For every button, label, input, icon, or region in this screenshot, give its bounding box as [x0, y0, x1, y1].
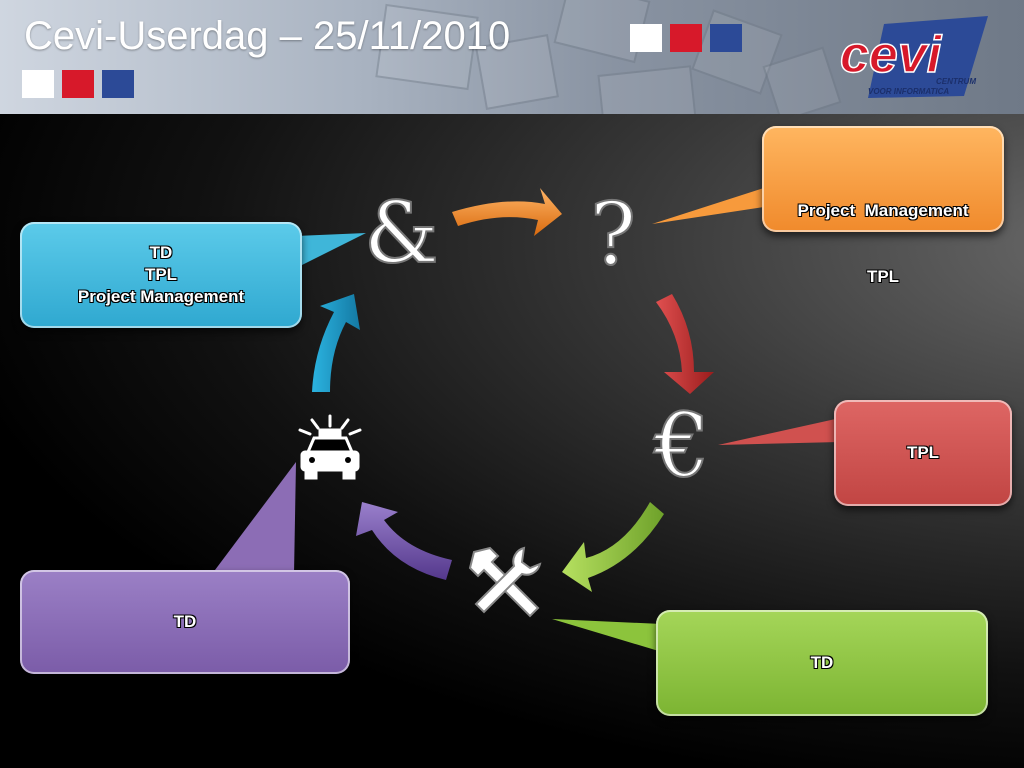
euro-symbol: € — [653, 394, 711, 497]
logo-line1: CENTRUM — [936, 77, 976, 86]
flag-square-blue — [710, 24, 742, 52]
flag-square-red — [670, 24, 702, 52]
ampersand-symbol: & — [363, 184, 440, 282]
arrow-question-to-euro — [656, 294, 714, 394]
callout-red: TPL — [834, 400, 1012, 506]
callout-purple: TD — [20, 570, 350, 674]
flag-square-blue — [102, 70, 134, 98]
hammer-wrench-icon — [468, 546, 542, 618]
callout-orange: Project Management TPL — [762, 126, 1004, 286]
question-symbol: ? — [589, 185, 637, 285]
callout-tail-purple — [212, 462, 296, 574]
callout-line: TPL — [906, 442, 940, 462]
callout-tail-orange — [652, 186, 770, 224]
callout-line: TD — [149, 242, 173, 262]
flag-square-red — [62, 70, 94, 98]
arrow-police-to-ampersand — [312, 294, 360, 392]
slide-title: Cevi-Userdag – 25/11/2010 — [24, 14, 511, 58]
arrow-tools-to-police — [356, 502, 452, 580]
callout-line: Project Management — [797, 201, 969, 221]
callout-green: TD — [656, 610, 988, 716]
arrow-euro-to-tools — [562, 502, 664, 592]
callout-line: Project Management — [77, 287, 245, 307]
callout-line: TD — [173, 611, 197, 631]
cevi-logo: cevi CENTRUM VOOR INFORMATICA — [839, 16, 988, 98]
police-car-icon — [298, 414, 362, 480]
callout-line: TPL — [866, 267, 900, 287]
slide-header: Cevi-Userdag – 25/11/2010 cevi CENTRUM V… — [0, 0, 1024, 114]
arrow-ampersand-to-question — [452, 188, 562, 236]
flag-square-white — [630, 24, 662, 52]
callout-tail-red — [718, 418, 840, 445]
callout-tail-green — [552, 619, 662, 652]
callout-blue-text: TD TPL Project Management — [78, 242, 244, 308]
logo-wordmark: cevi — [840, 26, 943, 84]
callout-orange-text: Project Management TPL — [798, 156, 969, 333]
callout-blue: TD TPL Project Management — [20, 222, 302, 328]
callout-tail-blue — [296, 233, 366, 268]
flag-square-white — [22, 70, 54, 98]
logo-line2: VOOR INFORMATICA — [868, 87, 949, 96]
callout-line: TD — [810, 652, 834, 672]
callout-line: TPL — [144, 264, 178, 284]
